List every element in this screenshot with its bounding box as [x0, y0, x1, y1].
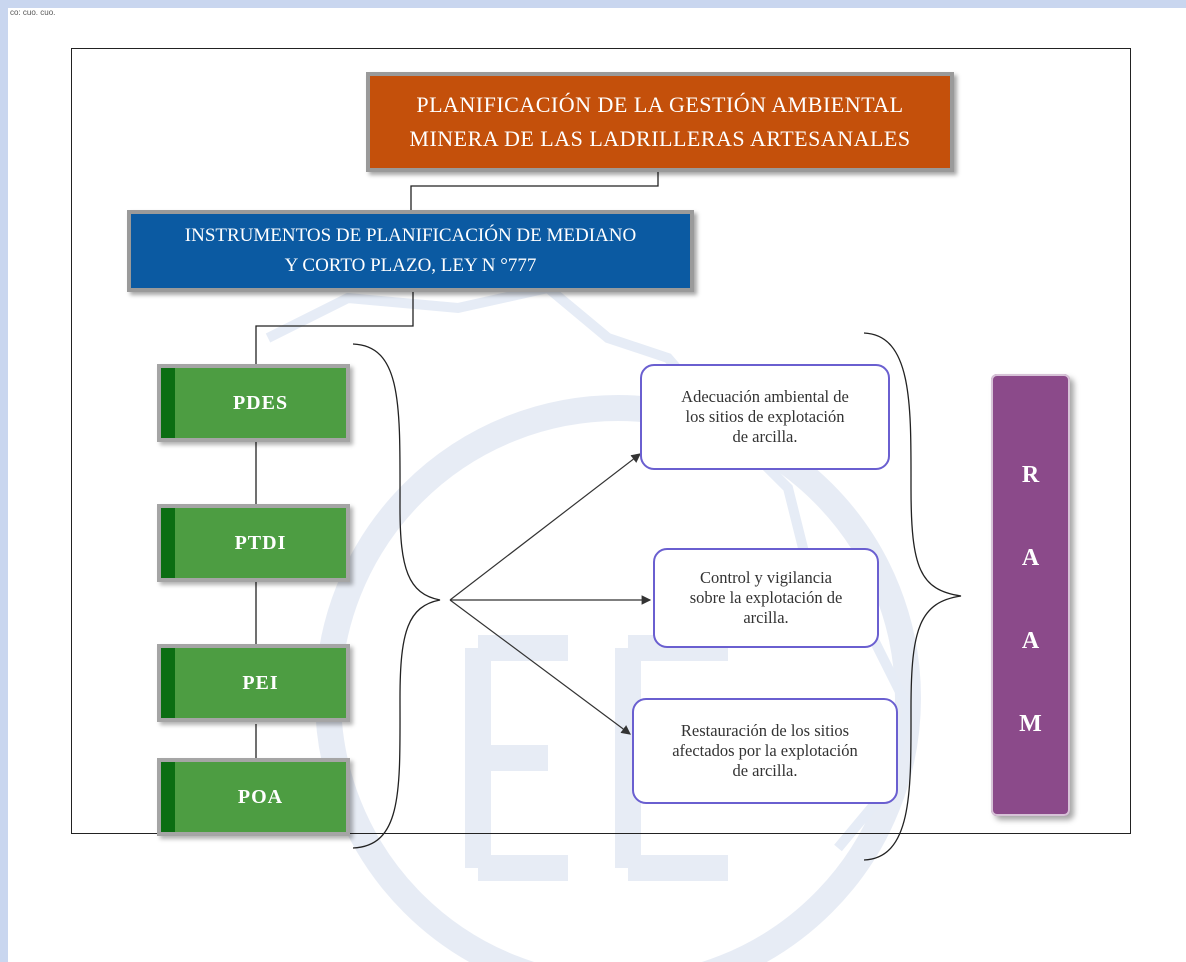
plan-strip [161, 368, 175, 438]
plan-box-pdes: PDES [157, 364, 350, 442]
action-box-adecuacion: Adecuación ambiental de los sitios de ex… [640, 364, 890, 470]
instruments-line-1: INSTRUMENTOS DE PLANIFICACIÓN DE MEDIANO [184, 225, 637, 246]
raam-letter: R [1021, 462, 1040, 488]
action-line: arcilla. [743, 608, 789, 627]
plan-strip [161, 648, 175, 718]
plan-box-ptdi: PTDI [157, 504, 350, 582]
title-line-2: MINERA DE LAS LADRILLERAS ARTESANALES [409, 126, 911, 151]
plan-label: PTDI [234, 531, 287, 554]
plan-strip [161, 508, 175, 578]
action-line: afectados por la explotación [672, 741, 858, 760]
plan-strip [161, 762, 175, 832]
title-line-1: PLANIFICACIÓN DE LA GESTIÓN AMBIENTAL [416, 92, 904, 117]
plan-label: POA [237, 785, 284, 808]
raam-letter: A [1021, 628, 1040, 654]
plan-box-poa: POA [157, 758, 350, 836]
action-line: de arcilla. [732, 427, 798, 446]
action-box-restauracion: Restauración de los sitios afectados por… [632, 698, 898, 804]
action-line: los sitios de explotación [685, 407, 845, 426]
action-line: sobre la explotación de [689, 588, 843, 607]
diagram-frame [71, 48, 1131, 834]
plan-label: PEI [242, 671, 279, 694]
raam-letter: A [1021, 545, 1040, 571]
corner-text: co: cuo. cuo. [10, 8, 56, 17]
instruments-line-2: Y CORTO PLAZO, LEY N °777 [284, 255, 537, 276]
raam-box: R A A M [991, 374, 1070, 816]
action-line: de arcilla. [732, 761, 798, 780]
action-line: Restauración de los sitios [680, 721, 850, 740]
connector-lines [255, 170, 962, 861]
action-line: Control y vigilancia [700, 568, 832, 587]
plan-box-pei: PEI [157, 644, 350, 722]
plan-label: PDES [232, 391, 289, 414]
raam-letter: M [1019, 711, 1042, 737]
instruments-box: INSTRUMENTOS DE PLANIFICACIÓN DE MEDIANO… [127, 210, 694, 292]
main-title-box: PLANIFICACIÓN DE LA GESTIÓN AMBIENTAL MI… [366, 72, 954, 172]
action-box-control: Control y vigilancia sobre la explotació… [653, 548, 879, 648]
document-page: co: cuo. cuo. [8, 8, 1186, 962]
action-line: Adecuación ambiental de [681, 387, 849, 406]
